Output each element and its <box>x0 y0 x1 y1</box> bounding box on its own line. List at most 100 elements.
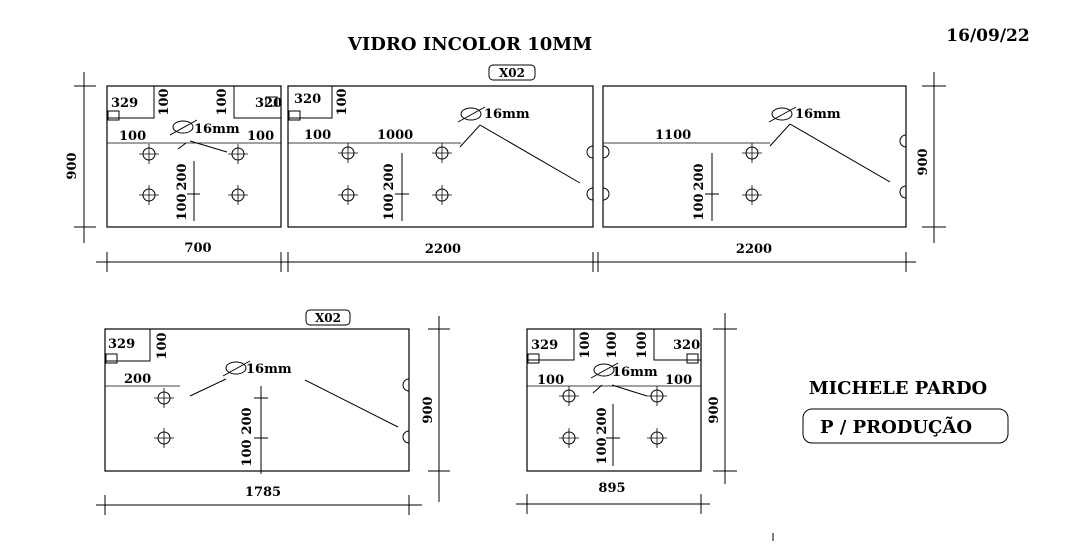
hole-symbol-slash <box>169 119 198 136</box>
panel-c-v2: 100 <box>692 193 707 220</box>
hole-symbol <box>593 363 615 377</box>
hole <box>559 386 579 406</box>
panel-e-mid-h: 100 <box>605 331 620 358</box>
panel-d-cut-h: 100 <box>155 332 170 359</box>
production-stamp-box <box>802 408 1009 444</box>
hinge-mark <box>686 353 699 364</box>
panel-c-outline <box>602 85 907 228</box>
hole <box>647 386 667 406</box>
cutout-right <box>653 329 701 361</box>
tag-box-bottom <box>305 309 351 326</box>
tag-bottom: X02 <box>315 311 341 325</box>
panel-d-height: 900 <box>421 396 436 423</box>
panel-b-cut-h: 100 <box>335 88 350 115</box>
panel-c: 1100 16mm 200 100 <box>602 85 907 228</box>
hole-symbol-slash <box>590 362 619 379</box>
height-left-label: 900 <box>65 152 80 179</box>
panel-b-v2: 100 <box>382 193 397 220</box>
hole <box>228 144 248 164</box>
panel-a: 329 320 100 100 100 100 16mm 200 100 <box>106 85 282 228</box>
hole <box>139 144 159 164</box>
cutout-right <box>233 86 281 119</box>
panel-a-cut-left: 329 <box>111 96 138 111</box>
cutout-left <box>107 86 155 119</box>
panel-d-outline <box>104 328 410 472</box>
hole <box>559 428 579 448</box>
hole-symbol-slash <box>768 106 797 123</box>
cutout-left <box>288 86 333 119</box>
leader-line <box>189 140 228 153</box>
hole <box>338 185 358 205</box>
panel-d-hole-label: 16mm <box>246 362 292 377</box>
hole <box>154 428 174 448</box>
panel-e-offset-right: 100 <box>665 373 692 388</box>
hole-symbol <box>460 107 482 121</box>
panel-a-hole-label: 16mm <box>194 122 240 137</box>
panel-e-hole-label: 16mm <box>612 365 658 380</box>
panel-e-cut-left: 329 <box>531 338 558 353</box>
panel-a-width: 700 <box>184 241 211 256</box>
hole-symbol-slash <box>222 360 251 377</box>
tag-top: X02 <box>499 66 525 80</box>
panel-e-outline <box>526 328 702 472</box>
panel-e-cut-right-h: 100 <box>635 331 650 358</box>
hole-symbol <box>225 361 247 375</box>
panel-e-cut-right: 320 <box>673 338 700 353</box>
leader-line <box>592 384 603 394</box>
clamp-notch <box>402 430 410 444</box>
panel-d-cut: 329 <box>108 337 135 352</box>
panel-b-offset: 100 <box>304 128 331 143</box>
hole <box>228 185 248 205</box>
panel-d-v2: 100 <box>240 439 255 466</box>
hole-symbol-slash <box>457 106 486 123</box>
panel-d-offset: 200 <box>124 372 151 387</box>
panel-a-offset-right: 100 <box>247 129 274 144</box>
leader-line <box>479 124 581 184</box>
hole <box>338 143 358 163</box>
hinge-mark <box>265 96 278 107</box>
leader-line <box>611 384 648 397</box>
panel-c-width: 2200 <box>736 242 772 257</box>
tag-box-top <box>488 64 536 81</box>
panel-d: X02 329 100 200 16mm 200 100 900 1785 <box>96 309 450 515</box>
clamp-notch <box>402 378 410 392</box>
hole <box>432 143 452 163</box>
hole-symbol <box>172 120 194 134</box>
hole <box>742 143 762 163</box>
panel-b-outline <box>287 85 594 228</box>
hole-symbol <box>771 107 793 121</box>
panel-b-cut: 320 <box>294 92 321 107</box>
drawing-title: VIDRO INCOLOR 10MM <box>347 34 592 55</box>
drawing-date: 16/09/22 <box>946 26 1029 46</box>
clamp-notch <box>899 185 907 199</box>
hole <box>432 185 452 205</box>
hole <box>154 388 174 408</box>
panel-e-cut-left-h: 100 <box>578 331 593 358</box>
hole <box>647 428 667 448</box>
leader-line <box>304 379 399 428</box>
clamp-notch <box>899 134 907 148</box>
clamp-notch <box>602 187 610 201</box>
panel-d-v1: 200 <box>240 407 255 434</box>
panel-e: 329 320 100 100 100 100 100 16mm 200 100… <box>516 313 737 514</box>
panel-b-v1: 200 <box>382 163 397 190</box>
panel-c-v1: 200 <box>692 163 707 190</box>
production-stamp: P / PRODUÇÃO <box>820 415 972 438</box>
clamp-notch <box>602 145 610 159</box>
leader-line <box>769 123 791 147</box>
hole <box>742 185 762 205</box>
panel-b-spacing: 1000 <box>377 128 413 143</box>
height-right-label: 900 <box>916 148 931 175</box>
panel-e-v2: 100 <box>595 437 610 464</box>
cutout-left <box>527 329 575 361</box>
panel-e-width: 895 <box>598 481 625 496</box>
cutout-left <box>105 329 151 362</box>
hinge-mark <box>288 110 301 121</box>
panel-e-offset-left: 100 <box>537 373 564 388</box>
clamp-notch <box>586 145 594 159</box>
leader-line <box>177 142 187 150</box>
hinge-mark <box>527 353 540 364</box>
panel-a-v1: 200 <box>175 163 190 190</box>
panel-e-height: 900 <box>707 396 722 423</box>
